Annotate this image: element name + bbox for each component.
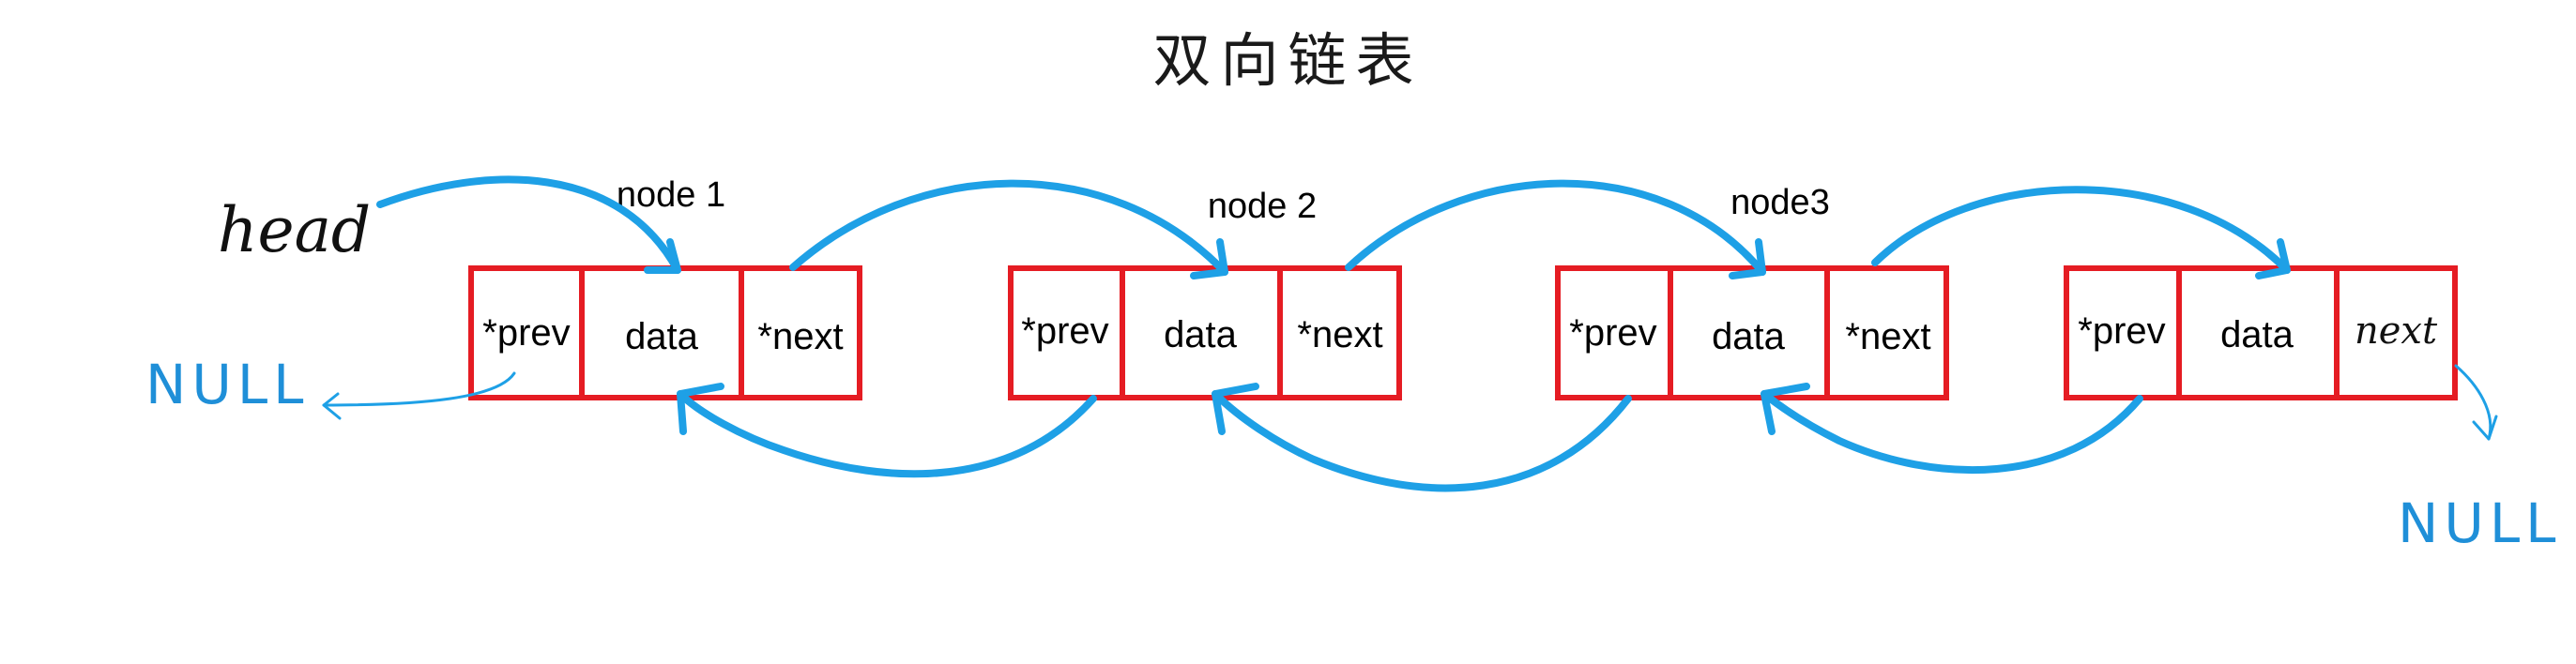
node-1-next-cell: *next	[757, 316, 843, 357]
node-3-frame	[1555, 265, 1949, 400]
arrow-node-4-to-node-3-tip	[1761, 383, 1810, 435]
node-3-data-cell: data	[1712, 316, 1786, 357]
arrow-node-4-to-node-3	[1761, 390, 2143, 474]
node-2-prev-cell: *prev	[1021, 310, 1108, 352]
node-3-prev-cell: *prev	[1569, 312, 1656, 354]
node-3: *prev data *next node3	[1555, 183, 1949, 400]
arrow-node-2-to-node-3-tip	[1729, 238, 1766, 279]
arrow-node-4-to-null-tip	[2472, 415, 2498, 441]
node-3-label: node3	[1730, 183, 1830, 222]
node-2-label: node 2	[1208, 187, 1317, 226]
arrow-node-3-to-node-2	[1212, 390, 1632, 492]
arrow-head-to-node-1-tip	[644, 238, 681, 274]
arrow-node-1-to-node-2-tip	[1190, 238, 1228, 279]
forward-arrows	[376, 175, 2498, 441]
node-2-data-cell: data	[1164, 314, 1238, 355]
diagram-title: 双向链表	[1152, 26, 1424, 95]
arrow-node-2-to-node-1	[677, 390, 1097, 478]
node-2-frame	[1008, 265, 1402, 400]
node-1: *prev data *next node 1	[468, 175, 862, 400]
null-label-left: NULL	[145, 353, 309, 416]
node-2: *prev data *next node 2	[1008, 187, 1402, 400]
arrow-node-3-to-node-2-tip	[1212, 383, 1259, 435]
node-4: *prev data next	[2064, 265, 2458, 400]
arrow-head-to-node-1	[376, 175, 681, 274]
node-4-next-cell: next	[2355, 309, 2438, 353]
node-4-frame	[2064, 265, 2458, 400]
node-4-prev-cell: *prev	[2078, 310, 2165, 352]
arrow-node-2-to-node-1-tip	[677, 383, 724, 435]
arrow-node-3-to-node-4-tip	[2255, 238, 2291, 279]
node-3-next-cell: *next	[1845, 316, 1930, 357]
arrow-node-3-to-node-4	[1871, 186, 2291, 274]
head-label: head	[218, 194, 371, 266]
node-1-prev-cell: *prev	[482, 312, 570, 354]
arrow-node-2-to-node-3	[1345, 179, 1766, 276]
arrow-node-1-to-null-tip	[322, 392, 342, 420]
node-2-next-cell: *next	[1297, 314, 1382, 355]
node-1-data-cell: data	[625, 316, 699, 357]
arrow-node-1-to-null	[322, 371, 516, 407]
arrow-node-1-to-node-2	[789, 179, 1228, 276]
null-label-right: NULL	[2398, 491, 2561, 555]
arrow-node-4-to-null	[2454, 364, 2492, 441]
node-1-label: node 1	[617, 175, 725, 215]
backward-arrows	[322, 371, 2143, 492]
node-4-data-cell: data	[2220, 314, 2294, 355]
